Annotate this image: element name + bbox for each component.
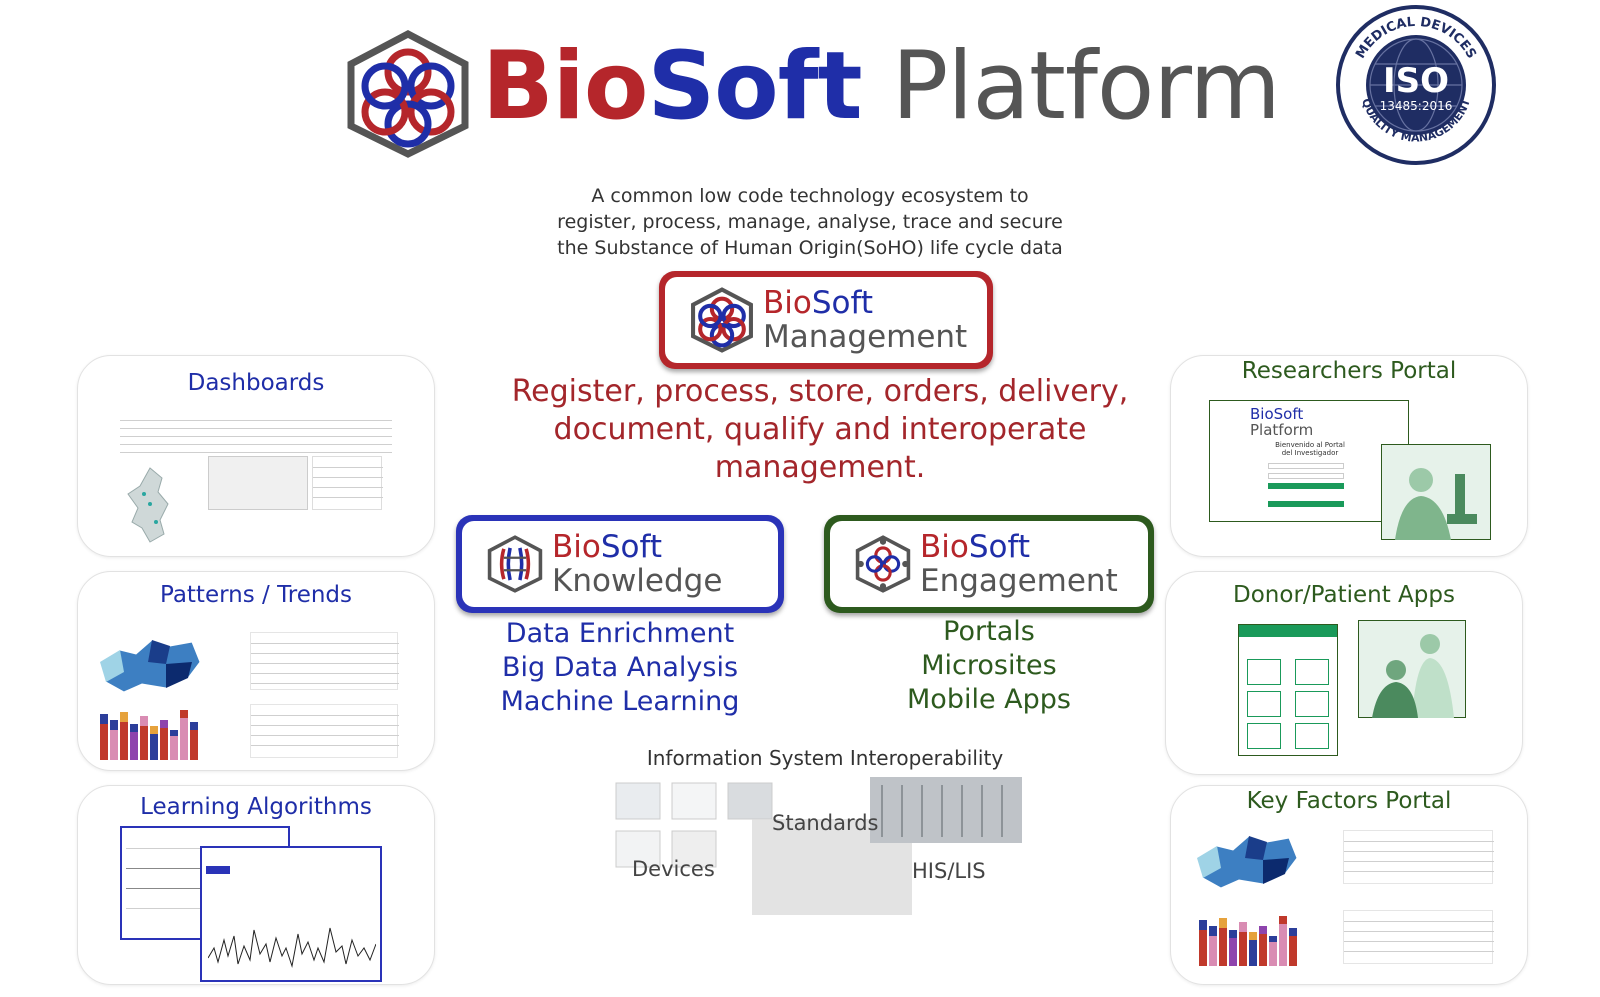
interop-title: Information System Interoperability [646, 746, 1004, 770]
choropleth-map-thumbnail [1196, 835, 1298, 889]
card-key-factors-portal: Key Factors Portal [1170, 785, 1528, 985]
interop-collage-image [615, 777, 1022, 915]
engagement-features: Portals Microsites Mobile Apps [824, 615, 1154, 717]
table-thumbnail [1343, 830, 1494, 884]
his-lis-label: HIS/LIS [912, 859, 986, 883]
researchers-login-thumbnail: BioSoft Platform Bienvenido al Portal de… [1209, 400, 1409, 522]
module-management: BioSoft Management [659, 271, 993, 369]
module-soft: Soft [811, 284, 874, 321]
card-title: Donor/Patient Apps [1233, 582, 1455, 608]
researcher-photo-image [1381, 444, 1491, 540]
card-title: Dashboards [187, 370, 325, 396]
feature-item: Microsites [921, 650, 1057, 681]
module-name: Knowledge [552, 563, 723, 599]
desc-line: document, qualify and interoperate [553, 412, 1087, 447]
table-thumbnail [250, 704, 399, 758]
choropleth-map-thumbnail [99, 639, 201, 693]
desc-line: Register, process, store, orders, delive… [511, 374, 1129, 409]
feature-item: Mobile Apps [907, 684, 1071, 715]
module-name: Management [763, 319, 968, 355]
title-soft: Soft [647, 32, 862, 141]
stacked-bar-thumbnail [100, 710, 198, 760]
mock-logo: BioSoft [1250, 405, 1304, 423]
card-title: Key Factors Portal [1246, 788, 1452, 814]
module-bio: Bio [552, 528, 601, 565]
engagement-logo-icon [855, 535, 911, 593]
dashboard-table-thumbnail [208, 456, 308, 510]
dashboard-table-thumbnail [312, 456, 383, 510]
knowledge-logo-icon [487, 535, 543, 593]
dashboard-table-thumbnail [120, 412, 392, 462]
mock-logo2: Platform [1250, 421, 1314, 439]
tagline-line: A common low code technology ecosystem t… [591, 185, 1029, 207]
feature-item: Machine Learning [500, 686, 740, 717]
title-platform: Platform [891, 32, 1281, 141]
module-bio: Bio [920, 528, 969, 565]
card-title: Patterns / Trends [159, 582, 353, 608]
iso-standard-text: 13485:2016 [1380, 99, 1453, 113]
module-name: Engagement [920, 563, 1118, 599]
ml-chart-thumbnail [200, 846, 382, 982]
module-bio: Bio [763, 284, 812, 321]
biosoft-logo-icon [347, 30, 469, 158]
table-thumbnail [1343, 910, 1494, 964]
management-description: Register, process, store, orders, delive… [500, 373, 1140, 487]
time-series-thumbnail [208, 927, 376, 968]
module-soft: Soft [600, 528, 663, 565]
feature-item: Data Enrichment [505, 618, 735, 649]
devices-label: Devices [632, 857, 715, 881]
iso-main-text: ISO [1383, 61, 1449, 101]
tagline-line: the Substance of Human Origin(SoHO) life… [557, 237, 1063, 259]
card-researchers-portal: Researchers Portal BioSoft Platform Bien… [1170, 355, 1528, 557]
tagline-line: register, process, manage, analyse, trac… [557, 211, 1063, 233]
stacked-bar-thumbnail [1199, 916, 1297, 966]
module-knowledge: BioSoft Knowledge [456, 515, 784, 613]
standards-label: Standards [772, 811, 879, 835]
card-donor-patient-apps: Donor/Patient Apps [1165, 571, 1523, 775]
map-thumbnail [127, 467, 169, 543]
module-engagement: BioSoft Engagement [824, 515, 1154, 613]
feature-item: Big Data Analysis [501, 652, 739, 683]
card-dashboards: Dashboards [77, 355, 435, 557]
mock-welcome: Bienvenido al Portal del Investigador [1275, 441, 1345, 457]
card-learning-algorithms: Learning Algorithms [77, 785, 435, 985]
feature-item: Portals [943, 616, 1035, 647]
card-patterns-trends: Patterns / Trends [77, 571, 435, 771]
knowledge-features: Data Enrichment Big Data Analysis Machin… [456, 617, 784, 719]
card-title: Researchers Portal [1241, 358, 1457, 384]
patient-photo-image [1358, 620, 1466, 718]
table-thumbnail [250, 632, 399, 690]
title-bio: Bio [482, 32, 648, 141]
module-soft: Soft [968, 528, 1031, 565]
iso-badge-icon: MEDICAL DEVICES QUALITY MANAGEMENT ISO 1… [1336, 5, 1496, 165]
tagline: A common low code technology ecosystem t… [500, 183, 1120, 261]
management-logo-icon [691, 287, 753, 353]
donor-app-thumbnail [1238, 624, 1338, 756]
card-title: Learning Algorithms [140, 794, 372, 820]
desc-line: management. [714, 450, 926, 485]
interop-collage: Standards Devices HIS/LIS [612, 777, 1030, 922]
